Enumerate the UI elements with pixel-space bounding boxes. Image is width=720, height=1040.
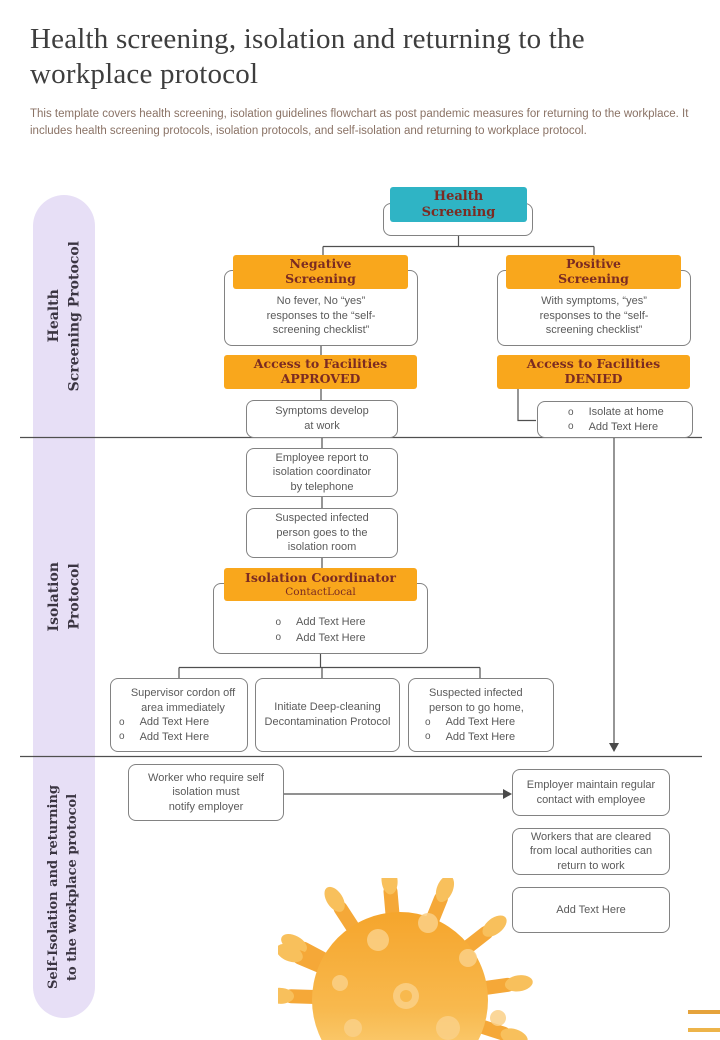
node-label: Access to Facilities DENIED bbox=[526, 356, 661, 386]
deep-cleaning-node[interactable]: Initiate Deep-cleaning Decontamination P… bbox=[255, 678, 400, 752]
health-screening-node[interactable]: Health Screening bbox=[390, 187, 527, 222]
circle-bullet-icon: o bbox=[275, 617, 282, 629]
negative-screening-node[interactable]: Negative Screening bbox=[233, 255, 408, 289]
employer-contact-node[interactable]: Employer maintain regular contact with e… bbox=[512, 769, 670, 816]
virus-spot-ring-center bbox=[400, 990, 412, 1002]
worker-self-isolation-node[interactable]: Worker who require self isolation must n… bbox=[128, 764, 284, 821]
circle-bullet-icon: o bbox=[119, 716, 125, 728]
add-text-placeholder-node[interactable]: Add Text Here bbox=[512, 887, 670, 933]
node-label: Initiate Deep-cleaning Decontamination P… bbox=[264, 701, 391, 728]
node-label: Employer maintain regular contact with e… bbox=[526, 778, 656, 806]
workers-cleared-node[interactable]: Workers that are cleared from local auth… bbox=[512, 828, 670, 875]
node-label: With symptoms, “yes” responses to the “s… bbox=[539, 295, 649, 337]
virus-body bbox=[312, 912, 488, 1040]
circle-bullet-icon: o bbox=[425, 731, 431, 743]
section-label-self-isolation-protocol: Self-Isolation and returning to the work… bbox=[33, 756, 95, 1018]
section-label-isolation-protocol: Isolation Protocol bbox=[33, 437, 95, 756]
virus-spots bbox=[332, 913, 506, 1040]
list-item: o Add Text Here bbox=[214, 615, 427, 629]
supervisor-cordon-node[interactable]: Supervisor cordon off area immediately o… bbox=[110, 678, 248, 752]
node-label: Add Text Here bbox=[556, 903, 626, 916]
employee-report-node[interactable]: Employee report to isolation coordinator… bbox=[246, 448, 398, 497]
circle-bullet-icon: o bbox=[275, 632, 282, 644]
virus-illustration bbox=[278, 878, 533, 1040]
list-item-label: Add Text Here bbox=[445, 730, 516, 743]
node-label: Negative Screening bbox=[285, 256, 356, 286]
access-denied-node[interactable]: Access to Facilities DENIED bbox=[497, 355, 690, 389]
node-label: Positive Screening bbox=[558, 256, 629, 286]
node-label: No fever, No “yes” responses to the “sel… bbox=[266, 295, 376, 337]
circle-bullet-icon: o bbox=[568, 421, 574, 433]
node-label: Access to Facilities APPROVED bbox=[253, 356, 388, 386]
go-home-node[interactable]: Suspected infected person to go home, o … bbox=[408, 678, 554, 752]
circle-bullet-icon: o bbox=[568, 406, 574, 418]
node-label: Employee report to isolation coordinator… bbox=[272, 451, 372, 493]
node-sublabel: ContactLocal bbox=[285, 585, 356, 598]
right-arrowhead-icon bbox=[503, 789, 512, 799]
circle-bullet-icon: o bbox=[119, 731, 125, 743]
list-item-label: Add Text Here bbox=[445, 716, 516, 729]
list-item-label: Add Text Here bbox=[139, 716, 210, 729]
down-arrowhead-icon bbox=[609, 743, 619, 752]
list-item: o Add Text Here bbox=[119, 715, 247, 729]
symptoms-develop-node[interactable]: Symptoms develop at work bbox=[246, 400, 398, 438]
node-label: Symptoms develop at work bbox=[275, 405, 369, 432]
access-approved-node[interactable]: Access to Facilities APPROVED bbox=[224, 355, 417, 389]
list-item-label: Add Text Here bbox=[296, 631, 366, 644]
accent-bar-bottom bbox=[688, 1028, 720, 1032]
node-label: Suspected infected person goes to the is… bbox=[275, 512, 369, 554]
suspected-isolation-room-node[interactable]: Suspected infected person goes to the is… bbox=[246, 508, 398, 558]
node-label: Worker who require self isolation must n… bbox=[148, 771, 264, 813]
list-item: o Isolate at home bbox=[568, 405, 692, 419]
list-item: o Add Text Here bbox=[568, 420, 692, 434]
isolation-coordinator-node[interactable]: Isolation Coordinator ContactLocal bbox=[224, 568, 417, 601]
node-label: Supervisor cordon off area immediately bbox=[130, 687, 236, 714]
page-title: Health screening, isolation and returnin… bbox=[30, 23, 585, 91]
node-label: Health Screening bbox=[421, 189, 496, 220]
positive-screening-node[interactable]: Positive Screening bbox=[506, 255, 681, 289]
circle-bullet-icon: o bbox=[425, 716, 431, 728]
list-item: o Add Text Here bbox=[425, 715, 553, 729]
list-item-label: Isolate at home bbox=[588, 406, 664, 419]
coordinator-branch-connector bbox=[178, 654, 481, 679]
list-item: o Add Text Here bbox=[119, 730, 247, 744]
accent-bar-top bbox=[688, 1010, 720, 1014]
list-item: o Add Text Here bbox=[425, 730, 553, 744]
denied-to-isolate-connector bbox=[517, 389, 536, 422]
page-description: This template covers health screening, i… bbox=[30, 108, 689, 137]
list-item-label: Add Text Here bbox=[139, 730, 210, 743]
node-label: Suspected infected person to go home, bbox=[429, 687, 524, 714]
section-label-health-screening-protocol: Health Screening Protocol bbox=[33, 195, 95, 437]
node-label: Workers that are cleared from local auth… bbox=[529, 830, 653, 872]
node-label: Isolation Coordinator bbox=[245, 569, 396, 585]
list-item-label: Add Text Here bbox=[296, 616, 366, 629]
list-item-label: Add Text Here bbox=[588, 420, 659, 433]
isolate-at-home-node[interactable]: o Isolate at home o Add Text Here bbox=[537, 401, 693, 438]
list-item: o Add Text Here bbox=[214, 631, 427, 645]
